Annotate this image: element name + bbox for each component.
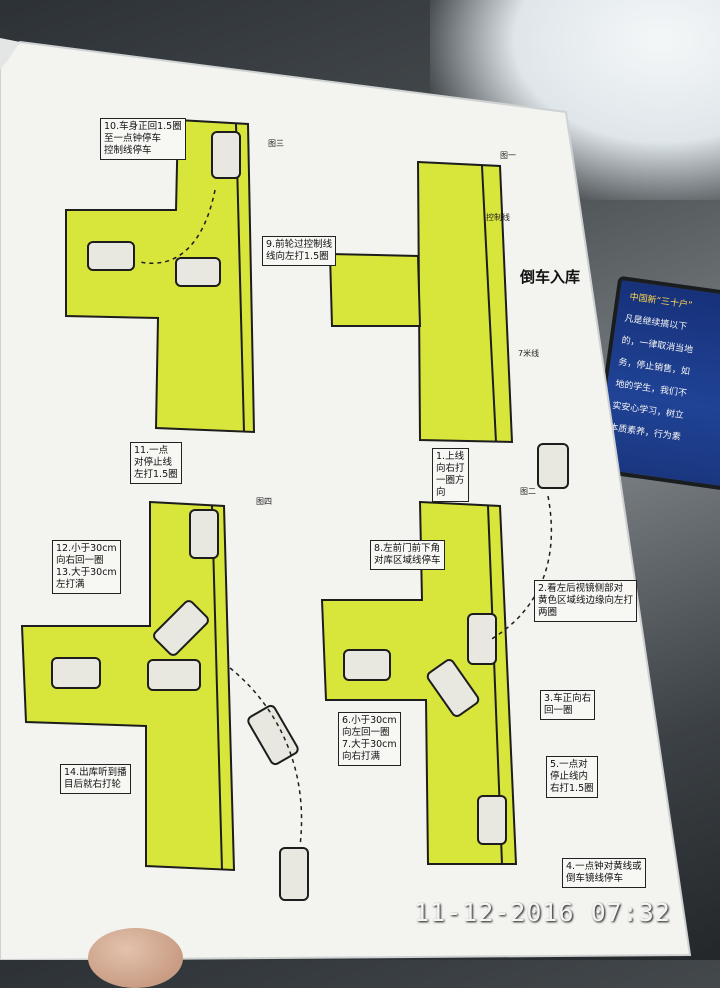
step-label: 1.上线 向右打 一圈方 向 [432,448,469,502]
step-label: 4.一点钟对黄线或 倒车镜线停车 [562,858,646,888]
panel-tag: 图二 [520,487,536,496]
plastic-sleeve-edge [0,38,20,70]
car-icon [153,600,209,656]
car-icon [147,659,201,691]
trajectory-dashed [489,495,553,641]
parking-lane [20,500,236,872]
step-label: 12.小于30cm 向右回一圈 13.大于30cm 左打满 [52,540,121,594]
car-icon [426,659,480,717]
diagram-panel-3 [65,118,256,434]
step-label: 3.车正向右 回一圈 [540,690,596,720]
step-label: 11.一点 对停止线 左打1.5圈 [130,442,182,484]
boundary-line [211,505,223,871]
step-label: 9.前轮过控制线 线向左打1.5圈 [262,236,337,266]
step-label: 2.看左后视镜侧部对 黄色区域线边缘向左打 两圈 [534,580,638,622]
boundary-line [481,165,497,443]
car-icon [211,131,241,179]
photo-timestamp: 11-12-2016 07:32 [414,898,671,927]
step-label: 6.小于30cm 向左回一圈 7.大于30cm 向右打满 [338,712,401,766]
car-icon [175,257,221,287]
panel-tag: 图三 [268,139,284,148]
car-icon [189,509,219,559]
diagram-panel-4 [20,500,309,901]
step-label: 8.左前门前下角 对库区域线停车 [370,540,445,570]
parking-lane [65,118,256,434]
parking-lane [416,160,514,444]
step-label: 5.一点对 停止线内 右打1.5圈 [546,756,598,798]
car-icon [477,795,507,845]
car-icon [537,443,569,489]
panel-tag: 图一 [500,151,516,160]
sheet-title: 倒车入库 [520,268,581,286]
car-icon [87,241,135,271]
diagram-panel-1 [328,160,514,444]
trajectory-dashed [139,189,216,264]
step-label: 14.出库听到播 目后就右打轮 [60,764,131,794]
parking-bay [328,252,422,327]
car-icon [247,704,299,766]
thumb-holding-sheet [88,928,183,988]
panel-tag: 图四 [256,497,272,506]
step-label: 10.车身正回1.5圈 至一点钟停车 控制线停车 [100,118,186,160]
car-icon [343,649,391,681]
car-icon [279,847,309,901]
line-label: 控制线 [486,213,510,222]
line-label: 7米线 [518,349,540,358]
instruction-sheet: 倒车入库 图一 控制线 7米线 1.上线 向右打 一圈方 向 图二 2.看左后视… [0,38,692,960]
trajectory-dashed [229,667,303,847]
car-icon [467,613,497,665]
parking-lane [320,500,518,865]
paper-page [0,40,692,960]
sheet-drawing [0,38,692,960]
diagram-panel-2 [320,443,569,865]
car-icon [51,657,101,689]
